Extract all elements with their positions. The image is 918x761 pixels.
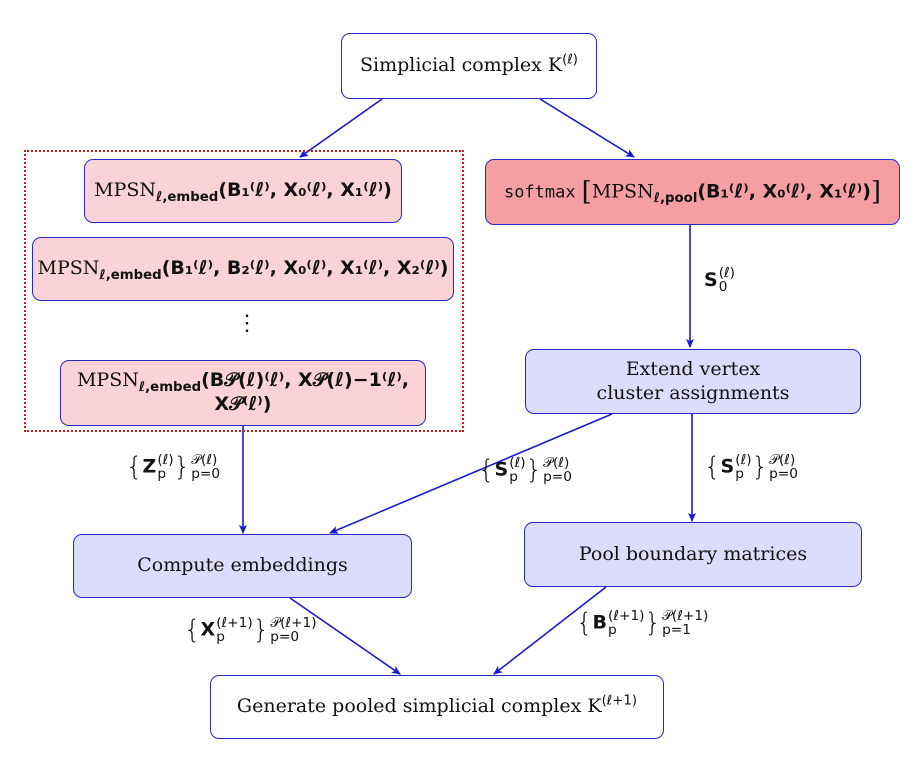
- label-sd-sub: p: [509, 469, 518, 485]
- label-b-range-sup: 𝒫(ℓ+1): [662, 607, 709, 624]
- label-b-set: {B(ℓ+1)p}𝒫(ℓ+1)p=1: [576, 608, 708, 638]
- softmax-open-bracket: [: [581, 176, 592, 207]
- label-sd-close-brace: }: [525, 455, 543, 485]
- label-s0-sup: (ℓ): [718, 265, 736, 281]
- label-z-var: Z: [142, 455, 157, 478]
- label-z-sup: (ℓ): [157, 451, 174, 468]
- label-sr-sup: (ℓ): [735, 451, 752, 468]
- embed-p-sub: ℓ,embed: [138, 380, 202, 396]
- label-b-sup: (ℓ+1): [608, 607, 645, 624]
- label-sd-range-sup: 𝒫(ℓ): [543, 454, 570, 471]
- node-pool-boundary: Pool boundary matrices: [524, 522, 862, 587]
- generate-complex-label: Generate pooled simplicial complex K: [236, 695, 602, 718]
- label-b-open-brace: {: [576, 608, 593, 638]
- label-x-sub: p: [216, 629, 225, 645]
- label-z-close-brace: }: [173, 452, 191, 482]
- label-sr-var: S: [720, 455, 735, 478]
- label-z-range-sub: p=0: [191, 466, 221, 482]
- label-sr-range-sup: 𝒫(ℓ): [769, 451, 796, 468]
- node-compute-embeddings: Compute embeddings: [73, 534, 412, 598]
- label-s0-var: S: [704, 268, 718, 291]
- compute-embeddings-label: Compute embeddings: [137, 554, 348, 577]
- embed-1-args: (B₁⁽ℓ⁾, X₀⁽ℓ⁾, X₁⁽ℓ⁾): [218, 179, 392, 202]
- embedding-group-frame: [24, 150, 464, 432]
- label-sd-sup: (ℓ): [509, 454, 526, 471]
- extend-line-1: Extend vertex: [625, 357, 761, 380]
- label-sd-var: S: [494, 458, 509, 481]
- node-extend-assignments: Extend vertex cluster assignments: [525, 349, 861, 414]
- arrow-pool-to-generate: [493, 586, 607, 675]
- label-b-sub: p: [608, 622, 617, 638]
- pool-boundary-label: Pool boundary matrices: [578, 542, 808, 565]
- label-s-set-right: {S(ℓ)p}𝒫(ℓ)p=0: [704, 452, 798, 482]
- label-sd-range-sub: p=0: [543, 469, 572, 485]
- extend-line-2: cluster assignments: [596, 381, 790, 404]
- embed-2-fn: MPSN: [37, 257, 100, 280]
- embed-p-args: (B𝒫(ℓ)⁽ℓ⁾, X𝒫(ℓ)−1⁽ℓ⁾, X𝒫⁽ℓ⁾): [201, 369, 410, 415]
- softmax-sub: ℓ,pool: [653, 190, 698, 206]
- label-x-close-brace: }: [252, 615, 270, 645]
- label-x-sup: (ℓ+1): [216, 614, 253, 631]
- softmax-args: (B₁⁽ℓ⁾, X₀⁽ℓ⁾, X₁⁽ℓ⁾): [697, 180, 871, 202]
- softmax-prefix: softmax: [503, 182, 576, 202]
- label-sr-sub: p: [735, 466, 744, 482]
- node-embed-p: MPSNℓ,embed(B𝒫(ℓ)⁽ℓ⁾, X𝒫(ℓ)−1⁽ℓ⁾, X𝒫⁽ℓ⁾): [60, 360, 426, 426]
- label-z-sub: p: [157, 466, 167, 482]
- generate-complex-sup: (ℓ+1): [601, 693, 638, 709]
- label-z-open-brace: {: [126, 452, 143, 482]
- label-x-set: {X(ℓ+1)p}𝒫(ℓ+1)p=0: [184, 615, 317, 645]
- softmax-close-bracket: ]: [870, 176, 882, 207]
- label-s0-sub: 0: [718, 279, 728, 296]
- node-simplicial-complex-label: Simplicial complex K: [360, 54, 563, 77]
- label-sr-close-brace: }: [751, 452, 769, 482]
- node-softmax-pool: softmax [MPSNℓ,pool(B₁⁽ℓ⁾, X₀⁽ℓ⁾, X₁⁽ℓ⁾)…: [485, 159, 900, 225]
- label-sd-open-brace: {: [478, 455, 495, 485]
- label-sr-open-brace: {: [704, 452, 721, 482]
- embed-2-args: (B₁⁽ℓ⁾, B₂⁽ℓ⁾, X₀⁽ℓ⁾, X₁⁽ℓ⁾, X₂⁽ℓ⁾): [161, 257, 449, 280]
- embed-1-fn: MPSN: [94, 179, 157, 202]
- node-simplicial-complex-sup: (ℓ): [562, 52, 578, 68]
- label-s0: S(ℓ)0: [704, 266, 735, 295]
- embed-vdots: ⋮: [236, 311, 258, 336]
- label-sr-range-sub: p=0: [769, 466, 798, 482]
- embed-1-sub: ℓ,embed: [156, 189, 219, 205]
- softmax-fn: MPSN: [591, 180, 654, 202]
- arrow-complex-to-embed: [299, 98, 383, 158]
- label-z-set: {Z(ℓ)p}𝒫(ℓ)p=0: [126, 452, 220, 482]
- embed-2-sub: ℓ,embed: [99, 267, 162, 283]
- label-b-var: B: [592, 611, 608, 634]
- arrow-compute-to-generate: [289, 597, 401, 675]
- label-x-range-sub: p=0: [270, 629, 300, 645]
- label-z-range-sup: 𝒫(ℓ): [191, 451, 218, 468]
- node-simplicial-complex: Simplicial complex K(ℓ): [341, 33, 597, 99]
- label-x-range-sup: 𝒫(ℓ+1): [270, 614, 317, 631]
- node-embed-2: MPSNℓ,embed(B₁⁽ℓ⁾, B₂⁽ℓ⁾, X₀⁽ℓ⁾, X₁⁽ℓ⁾, …: [32, 237, 454, 301]
- label-x-open-brace: {: [184, 615, 201, 645]
- label-x-var: X: [200, 618, 216, 641]
- label-b-range-sub: p=1: [662, 622, 691, 638]
- node-embed-1: MPSNℓ,embed(B₁⁽ℓ⁾, X₀⁽ℓ⁾, X₁⁽ℓ⁾): [84, 159, 402, 223]
- label-b-close-brace: }: [644, 608, 662, 638]
- arrow-extend-to-compute: [329, 413, 613, 534]
- label-s-set-diagonal: {S(ℓ)p}𝒫(ℓ)p=0: [478, 455, 572, 485]
- node-generate-complex: Generate pooled simplicial complex K(ℓ+1…: [210, 675, 664, 739]
- embed-p-fn: MPSN: [76, 369, 139, 392]
- arrow-complex-to-softmax: [539, 98, 635, 158]
